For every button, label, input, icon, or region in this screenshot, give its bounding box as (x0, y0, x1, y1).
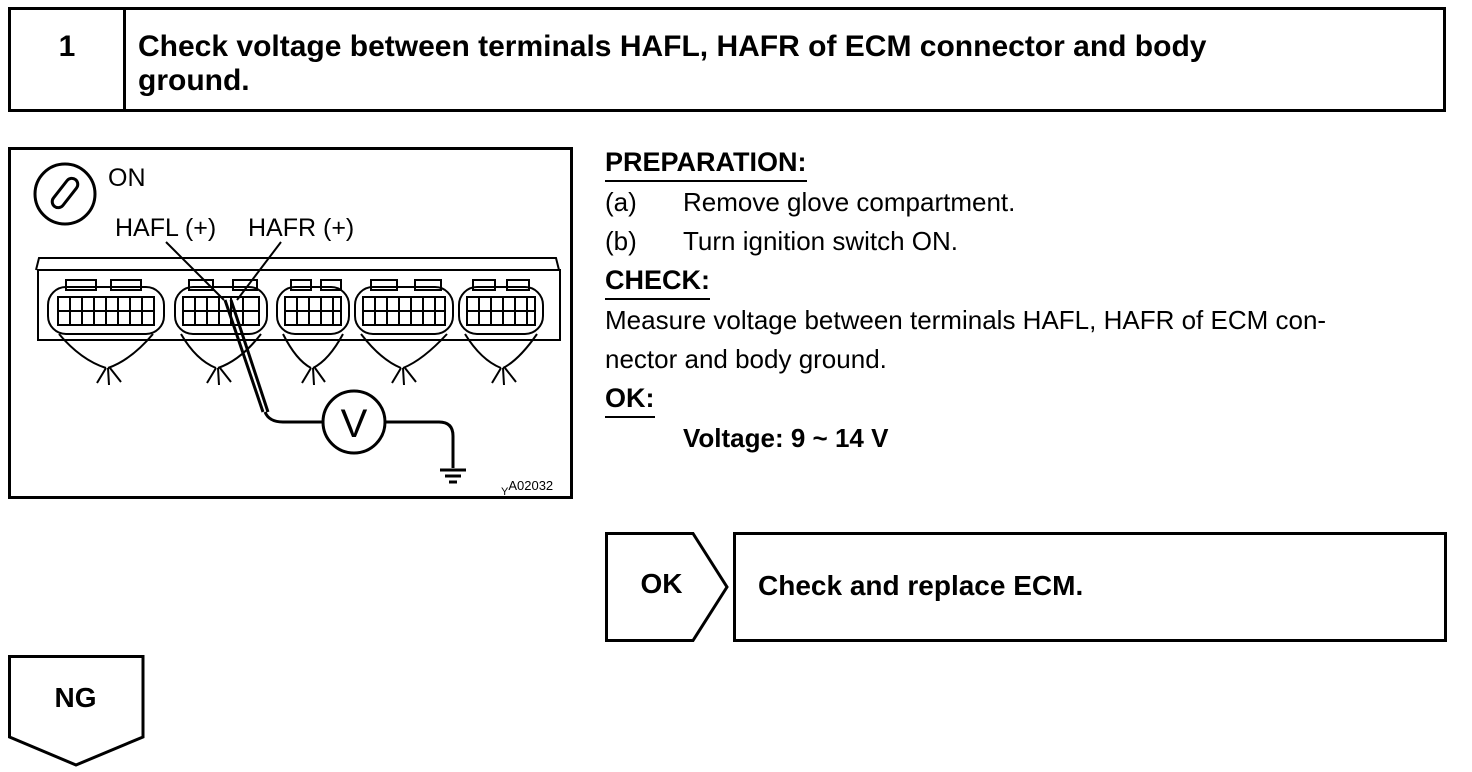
hafr-terminal-label: HAFR (+) (248, 214, 355, 242)
ok-result-action: Check and replace ECM. (733, 532, 1447, 642)
step-title: Check voltage between terminals HAFL, HA… (126, 10, 1443, 109)
ecm-connector-body (35, 257, 561, 341)
step-header: 1 Check voltage between terminals HAFL, … (8, 7, 1446, 112)
ok-arrow-shape (605, 532, 729, 642)
ok-label: OK (640, 568, 683, 599)
preparation-step-b: (b) Turn ignition switch ON. (605, 226, 958, 257)
ignition-key-icon (33, 162, 97, 226)
hafl-terminal-label: HAFL (+) (115, 214, 217, 242)
terminal-leader-lines (165, 241, 282, 301)
ok-spec-value: Voltage: 9 ~ 14 V (683, 423, 889, 453)
connector-2 (174, 279, 268, 335)
connector-5 (458, 279, 544, 335)
preparation-heading: PREPARATION: (605, 147, 807, 182)
ecm-connector-illustration: V (33, 162, 561, 484)
figure-code: YA02032 (501, 478, 554, 498)
connector-3 (276, 279, 350, 335)
ignition-on-label: ON (108, 164, 146, 192)
ok-spec-heading: OK: (605, 383, 655, 418)
preparation-step-a: (a) Remove glove compartment. (605, 187, 1015, 218)
step-tag: (a) (605, 187, 637, 217)
step-text: Turn ignition switch ON. (683, 226, 959, 256)
connector-blocks (47, 279, 544, 335)
step-tag: (b) (605, 226, 637, 256)
wiring-diagram: V ON HAFL (+) HAFR (+) YA02032 (8, 147, 573, 499)
step-title-line-1: Check voltage between terminals HAFL, HA… (138, 30, 1207, 63)
ng-arrow-shape (8, 655, 145, 767)
check-heading: CHECK: (605, 265, 710, 300)
step-text: Remove glove compartment. (683, 187, 1016, 217)
check-text-line-2: nector and body ground. (605, 344, 887, 374)
connector-4 (354, 279, 454, 335)
step-title-line-2: ground. (138, 64, 250, 97)
ground-icon (385, 420, 466, 484)
connector-1 (47, 279, 165, 335)
test-probe-lead (223, 299, 323, 424)
step-number: 1 (11, 10, 126, 109)
ng-label: NG (54, 682, 97, 713)
check-text-line-1: Measure voltage between terminals HAFL, … (605, 305, 1327, 335)
voltmeter-symbol: V (341, 402, 368, 446)
voltmeter-icon: V (321, 389, 387, 455)
wire-harness (58, 333, 538, 386)
